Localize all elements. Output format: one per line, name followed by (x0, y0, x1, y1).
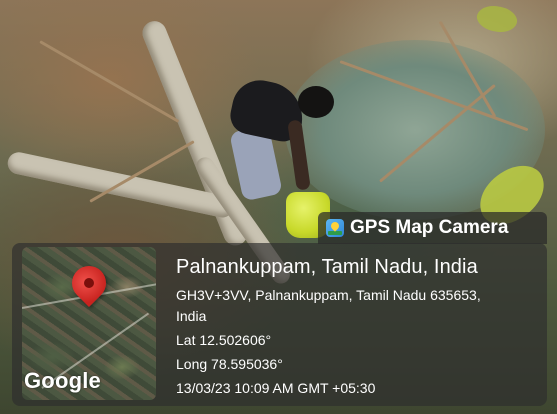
app-name: GPS Map Camera (350, 217, 509, 238)
green-leaf (473, 0, 521, 39)
gps-map-camera-app-icon (326, 219, 344, 237)
address-line-1: GH3V+3VV, Palnankuppam, Tamil Nadu 63565… (176, 287, 481, 303)
google-logo: Google (24, 368, 101, 393)
person-head (298, 86, 334, 118)
latitude: Lat 12.502606° (176, 332, 272, 348)
address-line-2: India (176, 308, 207, 324)
place-name: Palnankuppam, Tamil Nadu, India (176, 256, 478, 278)
longitude: Long 78.595036° (176, 356, 283, 372)
app-banner: GPS Map Camera (318, 212, 547, 244)
timestamp: 13/03/23 10:09 AM GMT +05:30 (176, 380, 376, 396)
